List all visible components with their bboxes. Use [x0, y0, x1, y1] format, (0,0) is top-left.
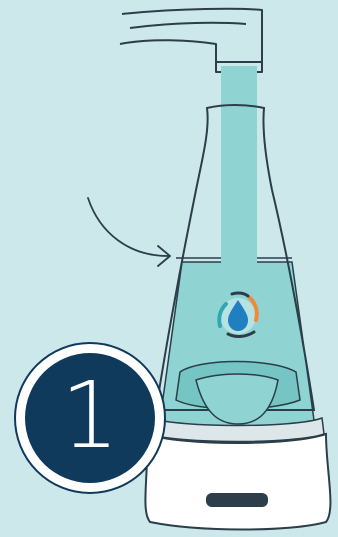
pitcher-icon: [148, 105, 324, 442]
faucet-icon: [120, 9, 262, 72]
arrow-icon: [88, 198, 170, 266]
step-badge: 1: [14, 342, 166, 494]
step-number: 1: [61, 370, 120, 462]
base-icon: [145, 434, 330, 530]
step-badge-circle: 1: [25, 353, 155, 483]
